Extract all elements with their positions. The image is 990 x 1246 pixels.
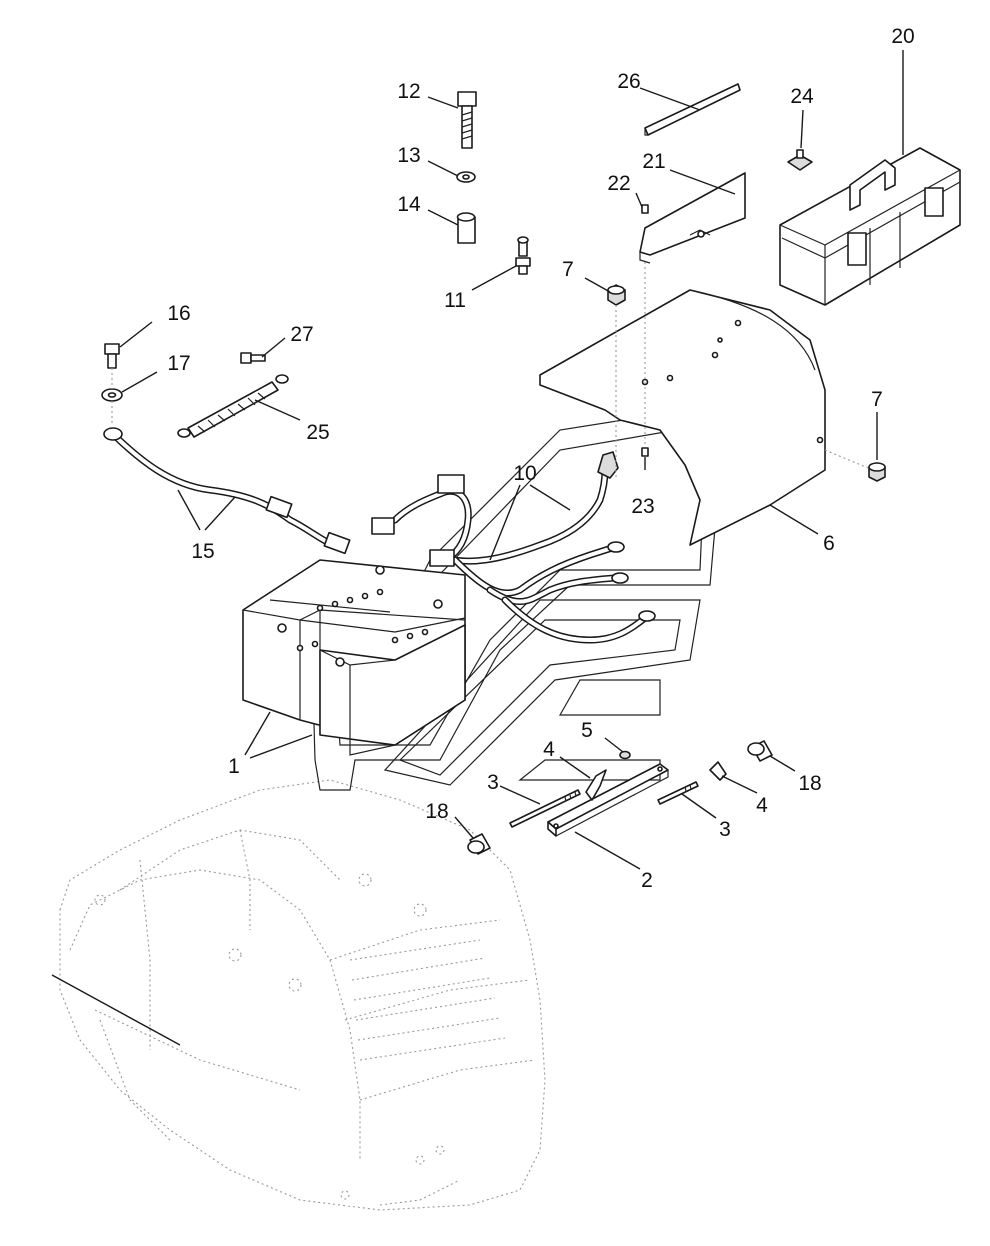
callout-2: 2 — [641, 869, 653, 892]
fitting-11 — [515, 236, 531, 275]
callout-4-right: 4 — [756, 794, 768, 817]
washer-13-hole — [462, 174, 470, 180]
tool-box — [779, 147, 961, 306]
screw-22 — [641, 204, 649, 214]
callout-17: 17 — [167, 352, 190, 375]
clip-4-right — [709, 761, 727, 781]
callout-16: 16 — [167, 302, 190, 325]
battery-pair — [242, 559, 466, 756]
callout-10: 10 — [513, 462, 536, 485]
callout-3-right: 3 — [719, 818, 731, 841]
grommet-18-left — [467, 833, 491, 855]
callout-24: 24 — [790, 85, 814, 108]
callout-7-right: 7 — [871, 388, 883, 411]
callout-3-left: 3 — [487, 771, 499, 794]
battery-cover — [539, 289, 826, 546]
nut-5 — [619, 750, 631, 760]
callout-27: 27 — [290, 323, 313, 346]
rubber-strip-edge — [644, 128, 648, 136]
callout-22: 22 — [607, 172, 630, 195]
rod-3-right — [657, 781, 699, 805]
bracket — [639, 172, 746, 264]
leader-lines — [119, 50, 904, 870]
grommet-18-right — [747, 740, 773, 762]
clip-4-left — [585, 769, 607, 801]
callout-12: 12 — [397, 80, 420, 103]
rod-3-left — [509, 789, 581, 828]
washer-17-hole — [107, 392, 117, 398]
callout-labels: 1 2 3 3 4 4 5 6 7 7 10 11 12 13 14 15 16… — [167, 25, 914, 892]
bolt-12 — [457, 91, 477, 149]
hidden-outline-shapes — [309, 399, 752, 791]
callout-21: 21 — [642, 150, 665, 173]
callout-7-upper: 7 — [562, 258, 574, 281]
callout-4-left: 4 — [543, 738, 555, 761]
callout-5: 5 — [581, 719, 593, 742]
fastener-24 — [787, 149, 813, 171]
main-cable-harness — [371, 451, 656, 644]
screw-23 — [641, 447, 649, 457]
callout-18-left: 18 — [425, 800, 448, 823]
callout-6: 6 — [823, 532, 835, 555]
callout-13: 13 — [397, 144, 420, 167]
hold-down-bar-2 — [547, 763, 669, 837]
callout-11: 11 — [444, 289, 466, 312]
callout-15: 15 — [191, 540, 214, 563]
machine-edge-line — [51, 974, 181, 1046]
bolt-16 — [104, 343, 120, 369]
callout-18-right: 18 — [798, 772, 821, 795]
alignment-dashes — [111, 262, 869, 480]
spacer-14 — [456, 212, 476, 244]
screw-27 — [240, 352, 266, 364]
machine-body-outline — [59, 779, 546, 1211]
ground-cable — [103, 427, 351, 555]
callout-1: 1 — [228, 755, 240, 778]
jumper-strap-25 — [177, 374, 289, 438]
callout-25: 25 — [306, 421, 329, 444]
callout-23: 23 — [631, 495, 654, 518]
nut-7-right — [868, 462, 886, 482]
callout-14: 14 — [397, 193, 421, 216]
rubber-strip — [644, 83, 741, 136]
nut-7-upper — [607, 284, 626, 306]
callout-26: 26 — [617, 70, 640, 93]
callout-20: 20 — [891, 25, 914, 48]
